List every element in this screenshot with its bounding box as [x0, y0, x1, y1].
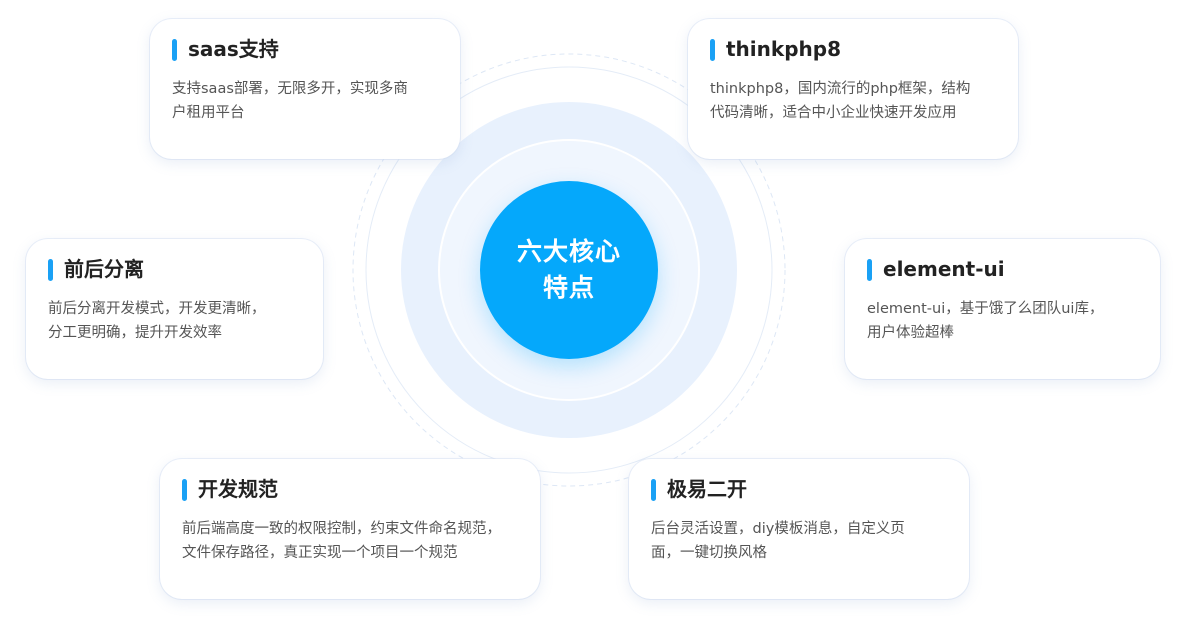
feature-card-easy: 极易二开 后台灵活设置，diy模板消息，自定义页 面，一键切换风格: [629, 459, 969, 599]
feature-title: saas支持: [188, 37, 279, 61]
feature-card-elementui: element-ui element-ui，基于饿了么团队ui库， 用户体验超棒: [845, 239, 1160, 379]
feature-desc-line: 分工更明确，提升开发效率: [48, 325, 222, 341]
feature-title: 前后分离: [64, 257, 144, 281]
feature-title: 极易二开: [667, 477, 747, 501]
title-accent-bar: [182, 479, 187, 501]
feature-desc-line: element-ui，基于饿了么团队ui库，: [867, 301, 1104, 317]
center-title-line2: 特点: [542, 273, 595, 302]
feature-desc-line: thinkphp8，国内流行的php框架，结构: [710, 81, 971, 97]
title-accent-bar: [172, 39, 177, 61]
feature-card-standard: 开发规范 前后端高度一致的权限控制，约束文件命名规范， 文件保存路径，真正实现一…: [160, 459, 540, 599]
core-features-circle: 六大核心 特点: [480, 181, 658, 359]
feature-desc-line: 支持saas部署，无限多开，实现多商: [172, 81, 408, 97]
feature-desc-line: 前后分离开发模式，开发更清晰，: [48, 301, 266, 317]
feature-desc-line: 代码清晰，适合中小企业快速开发应用: [710, 105, 957, 121]
title-accent-bar: [710, 39, 715, 61]
feature-card-saas: saas支持 支持saas部署，无限多开，实现多商 户租用平台: [150, 19, 460, 159]
feature-title: element-ui: [883, 257, 1005, 281]
title-accent-bar: [651, 479, 656, 501]
feature-title: 开发规范: [198, 477, 278, 501]
feature-card-thinkphp: thinkphp8 thinkphp8，国内流行的php框架，结构 代码清晰，适…: [688, 19, 1018, 159]
title-accent-bar: [867, 259, 872, 281]
feature-desc-line: 户租用平台: [172, 105, 245, 121]
center-title-line1: 六大核心: [516, 237, 621, 266]
feature-desc-line: 文件保存路径，真正实现一个项目一个规范: [182, 545, 458, 561]
feature-title: thinkphp8: [726, 37, 841, 61]
feature-card-frontback: 前后分离 前后分离开发模式，开发更清晰， 分工更明确，提升开发效率: [26, 239, 323, 379]
feature-desc-line: 用户体验超棒: [867, 325, 954, 341]
feature-desc-line: 面，一键切换风格: [651, 545, 767, 561]
feature-desc-line: 前后端高度一致的权限控制，约束文件命名规范，: [182, 521, 501, 537]
feature-desc-line: 后台灵活设置，diy模板消息，自定义页: [651, 521, 905, 537]
title-accent-bar: [48, 259, 53, 281]
